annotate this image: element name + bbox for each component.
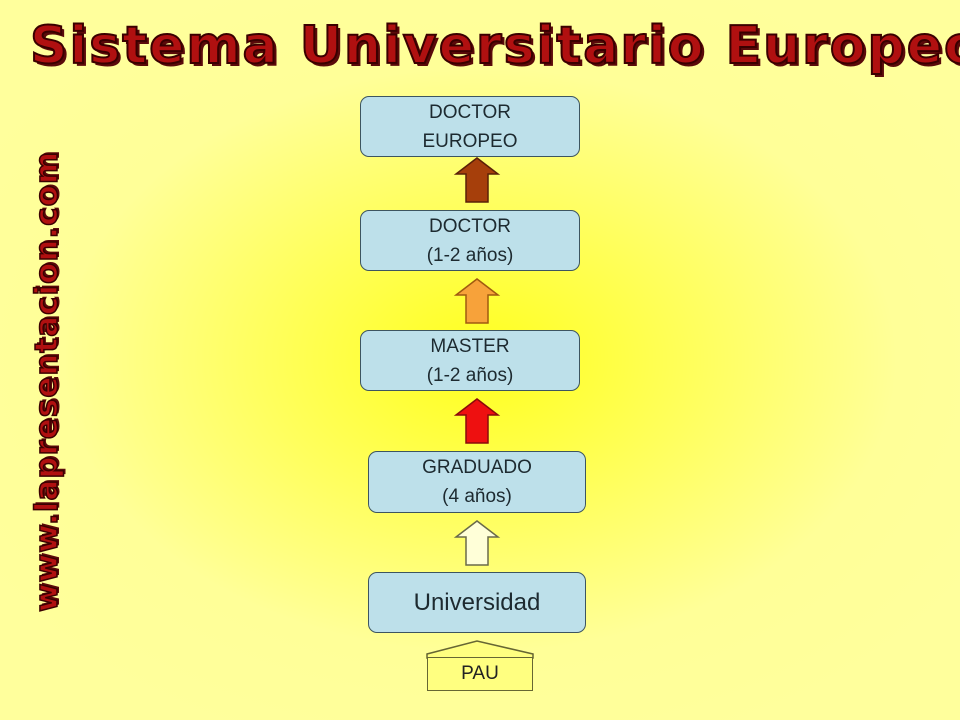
master-line1: MASTER [430, 335, 510, 357]
box-doctor-europeo: DOCTOR EUROPEO [360, 96, 580, 157]
arrow-to-universidad [426, 640, 534, 659]
doctor-line1: DOCTOR [429, 215, 511, 237]
box-graduado: GRADUADO (4 años) [368, 451, 586, 513]
page-title: Sistema Universitario Europeo [29, 15, 960, 77]
arrow-to-graduado [453, 520, 501, 566]
box-master: MASTER (1-2 años) [360, 330, 580, 391]
arrow-to-doctor-europeo [453, 157, 501, 203]
doctor-europeo-line1: DOCTOR [429, 101, 511, 123]
box-doctor: DOCTOR (1-2 años) [360, 210, 580, 271]
arrow-to-master [453, 398, 501, 444]
box-universidad: Universidad [368, 572, 586, 633]
graduado-line1: GRADUADO [422, 457, 532, 478]
doctor-line2: (1-2 años) [426, 244, 514, 266]
universidad-label: Universidad [413, 589, 541, 616]
master-line2: (1-2 años) [426, 364, 514, 386]
arrow-to-doctor [453, 278, 501, 324]
pau-label: PAU [427, 657, 533, 691]
doctor-europeo-line2: EUROPEO [422, 130, 518, 152]
graduado-line2: (4 años) [442, 486, 512, 507]
